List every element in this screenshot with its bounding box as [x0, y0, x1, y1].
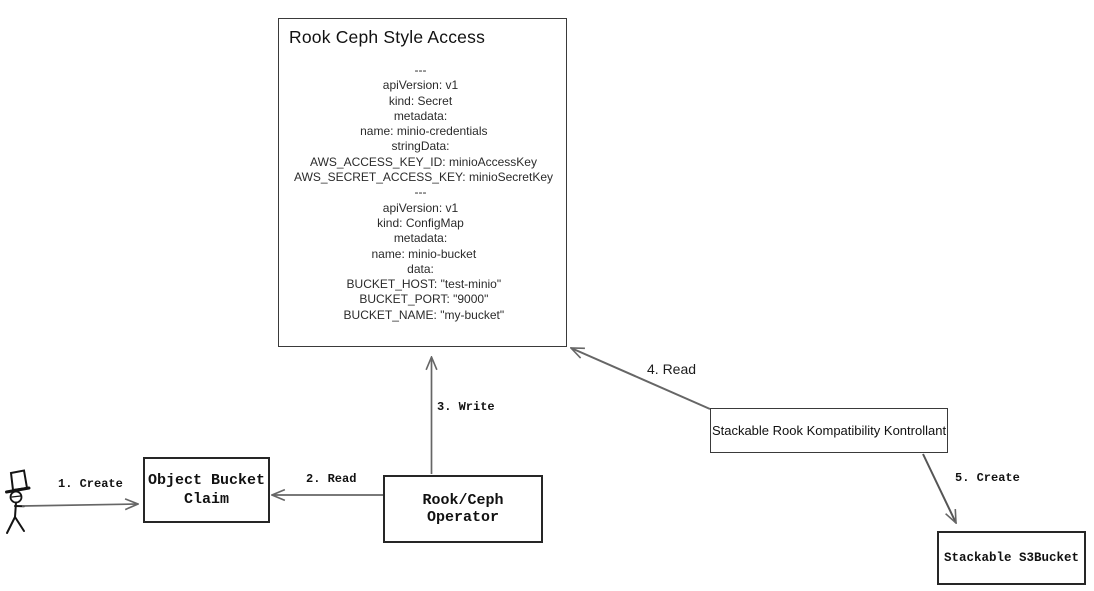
arrow-create-claim [21, 504, 138, 506]
edge-label-read-config: 4. Read [647, 361, 697, 377]
edge-label-write-config: 3. Write [437, 400, 495, 414]
node-stackable-s3bucket: Stackable S3Bucket [937, 531, 1086, 585]
node-object-bucket-claim: Object Bucket Claim [143, 457, 270, 523]
edge-label-create-s3bucket: 5. Create [955, 471, 1020, 485]
user-stick-figure-icon [5, 469, 31, 534]
main-box-yaml-content: --- apiVersion: v1 kind: Secret metadata… [294, 63, 553, 322]
arrow-read-config [571, 347, 711, 410]
node-stackable-kontrollant: Stackable Rook Kompatibility Kontrollant [710, 408, 948, 453]
arrow-create-s3bucket [922, 453, 957, 523]
node-rook-ceph-style-access: Rook Ceph Style Access --- apiVersion: v… [278, 18, 567, 347]
main-box-title: Rook Ceph Style Access [289, 27, 486, 47]
edge-label-read-claim: 2. Read [306, 472, 357, 486]
edge-label-create-claim: 1. Create [58, 477, 123, 491]
node-rook-ceph-operator: Rook/Ceph Operator [383, 475, 543, 543]
